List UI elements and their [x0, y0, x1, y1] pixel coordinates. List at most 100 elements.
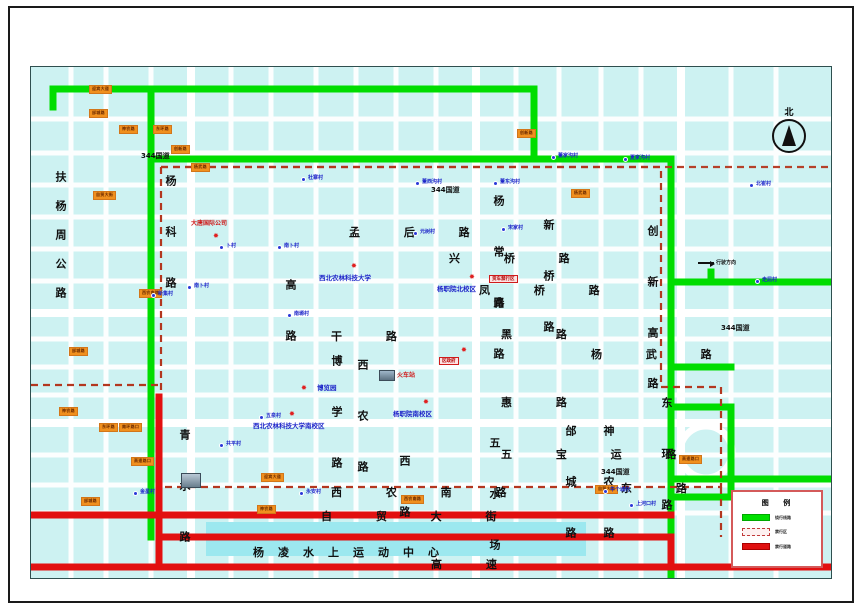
village-label-3: 董家沟村: [558, 153, 579, 159]
red-tag-zone: 货车禁行区: [489, 275, 518, 283]
road-label-hei: 黑 路: [501, 328, 587, 341]
landmark-icon: [181, 473, 201, 488]
legend-item-zone: 禁行区: [742, 528, 817, 536]
highway-label-344-topcenter: 344国道: [431, 186, 460, 194]
road-label-fuyangzhou: 扶杨周公路: [54, 171, 67, 316]
poi-label-yzy-north: 杨职院北校区: [437, 285, 476, 293]
orange-tag-17: 邰城路: [81, 497, 100, 506]
poi-tag-district-gov: 区政府: [439, 357, 459, 365]
village-dot-4: [623, 157, 628, 162]
road-label-fengqiao: 凤 桥 路: [479, 284, 620, 297]
tag-interchange-3: 南环路口: [119, 423, 143, 432]
train-station-icon: [379, 370, 395, 381]
road-label-xi: 西 路: [398, 455, 411, 535]
restricted-zone-boundary: [31, 165, 831, 537]
orange-tag-4: 东环路: [153, 125, 172, 134]
orange-tag-3: 神农路: [119, 125, 138, 134]
legend-swatch-zone: [742, 528, 770, 536]
direction-arrow-label: 行驶方向: [715, 260, 736, 266]
road-label-boxue: 博 学 路: [330, 355, 343, 486]
village-label-19: 新集村: [158, 291, 174, 297]
village-label-20: 宋家村: [508, 225, 524, 231]
orange-tag-5: 创新路: [171, 145, 190, 154]
village-label-8: 卜村: [226, 243, 237, 249]
highway-label-344-rightmid: 344国道: [721, 324, 750, 332]
tag-interchange-2: 高速路口: [679, 455, 703, 464]
village-label-17: 走屈村: [762, 277, 778, 283]
poi-label-expo: 博览园: [317, 384, 337, 392]
road-label-zimaodajie: 自 贸 大 街: [321, 510, 517, 523]
poi-marker-yzy-south: ✸: [423, 398, 429, 406]
highway-label-344-rightlow: 344国道: [601, 468, 630, 476]
legend-label-forbidden: 禁行道路: [775, 543, 791, 549]
legend-label-zone: 禁行区: [775, 529, 787, 534]
village-label-2: 董东沟村: [500, 179, 521, 185]
road-label-qingshui: 青 水 路: [178, 429, 191, 560]
detour-route-green: [49, 85, 831, 578]
orange-tag-11: 东环路: [99, 423, 118, 432]
road-label-wubao: 五 宝 运 路: [501, 448, 697, 461]
compass-rose: 北: [769, 105, 809, 157]
village-dot-5: [413, 231, 418, 236]
village-dot-10: [187, 285, 192, 290]
village-dot-6: [749, 183, 754, 188]
village-dot-17: [755, 279, 760, 284]
poi-label-nwafu-south: 西北农林科技大学南校区: [253, 422, 325, 430]
orange-tag-7: 自贸大街: [93, 191, 117, 200]
poi-marker-expo: ✸: [301, 384, 307, 392]
poi-label-nwafu: 西北农林科技大学: [319, 274, 371, 282]
poi-marker-datang: ✸: [213, 232, 219, 240]
poi-label-train-station: 火车站: [397, 372, 416, 379]
village-dot-8: [219, 245, 224, 250]
village-label-10: 南卜村: [194, 283, 210, 289]
village-label-15: 牛个城村: [610, 487, 631, 493]
village-dot-19: [151, 293, 156, 298]
village-dot-12: [219, 443, 224, 448]
village-label-5: 元树村: [420, 229, 436, 235]
road-label-taicheng: 邰 城 路: [564, 425, 577, 556]
road-label-xingqiao: 兴 桥 路: [449, 252, 590, 265]
orange-tag-2: 邰城路: [89, 109, 108, 118]
orange-tag-15: 西农南路: [401, 495, 425, 504]
tag-interchange-1: 高速路口: [131, 457, 155, 466]
village-dot-11: [259, 415, 264, 420]
poi-label-datang: 大唐国际公司: [191, 220, 228, 227]
orange-tag-13: 杨武路: [571, 189, 590, 198]
map-canvas[interactable]: 孟 后 路 兴 桥 路 凤 桥 路 干 路 黑 路 惠 路 杨 武 路 五 宝 …: [30, 66, 832, 579]
village-label-6: 北崔村: [756, 181, 772, 187]
village-label-7: 杜寨村: [308, 175, 324, 181]
compass-north-label: 北: [784, 108, 794, 118]
poi-marker-nwafu-south: ✸: [289, 410, 295, 418]
village-label-12: 共平村: [226, 441, 242, 447]
direction-arrow-note: 行驶方向: [697, 259, 736, 267]
forbidden-roads-red: [31, 393, 831, 571]
village-dot-3: [551, 155, 556, 160]
road-label-gan: 干 路: [331, 330, 417, 343]
poi-marker-yzy-north: ✸: [469, 273, 475, 281]
road-label-wushui: 五 水 场 路: [488, 437, 501, 579]
road-label-yangke: 杨 科 路: [164, 175, 177, 306]
road-label-xinongnan: 西 农 南 路: [331, 486, 527, 499]
orange-tag-6: 杨武路: [191, 163, 210, 172]
village-dot-9: [277, 245, 282, 250]
road-label-xinong: 西 农 路: [356, 359, 369, 490]
legend-box: 图 例 绕行线路 禁行区 禁行道路: [731, 490, 823, 568]
orange-tag-10: 神农路: [59, 407, 78, 416]
village-label-14: 永安村: [306, 489, 322, 495]
legend-swatch-green: [742, 514, 770, 521]
village-label-18: 南塬村: [294, 311, 310, 317]
road-label-gaosu: 高 速: [431, 558, 517, 571]
village-label-13: 金星村: [140, 489, 156, 495]
road-label-meng: 孟 后 路: [349, 226, 490, 239]
orange-tag-8: 西农南路: [139, 289, 163, 298]
compass-needle-icon: [772, 119, 806, 153]
village-dot-15: [603, 489, 608, 494]
road-label-hui: 惠 路: [501, 396, 587, 409]
road-label-donghuan: 东 环 路: [660, 397, 673, 528]
road-label-chuangxin: 创 新 高 路: [646, 225, 659, 407]
village-dot-20: [501, 227, 506, 232]
poi-label-yzy-south: 杨职院南校区: [393, 410, 432, 418]
road-label-xinqiao: 新 桥 路: [542, 219, 555, 350]
village-label-11: 五泉村: [266, 413, 282, 419]
legend-item-forbidden: 禁行道路: [742, 543, 817, 550]
